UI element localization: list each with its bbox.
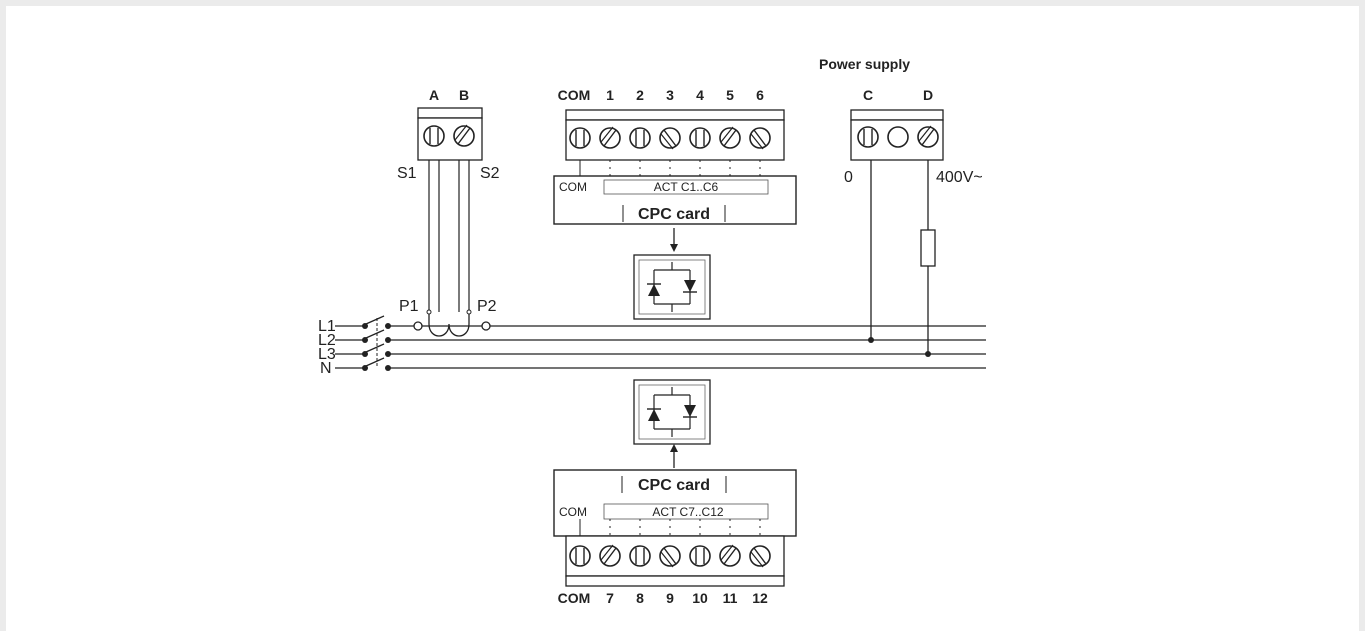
empty-terminal: [887, 126, 909, 148]
top-thyristor-module: [633, 254, 711, 320]
bottom-terminal-block: CPC card COM ACT C7..C12 COM 7 8 9 10 11 12: [553, 379, 797, 606]
screw-terminal-d: [917, 125, 939, 148]
bottom-screw-terminal-8: [629, 545, 651, 567]
terminal-d-label: D: [923, 87, 933, 103]
bottom-screw-terminal-7: [599, 544, 621, 567]
bottom-screw-terminal-11: [719, 544, 741, 567]
bottom-terminal-label-8: 8: [636, 590, 644, 606]
bottom-screw-terminal-10: [689, 545, 711, 567]
bottom-terminal-label-com: COM: [558, 590, 591, 606]
top-terminal-label-1: 1: [606, 87, 614, 103]
top-com-label: COM: [559, 180, 587, 194]
bottom-act-label: ACT C7..C12: [652, 505, 723, 519]
bottom-terminal-label-11: 11: [723, 590, 738, 606]
s1-label: S1: [397, 165, 417, 182]
bottom-screw-terminal-12: [749, 545, 771, 568]
bottom-thyristor-module: [633, 379, 711, 445]
terminal-b-label: B: [459, 87, 469, 103]
bottom-cpc-card: [553, 469, 797, 537]
p2-label: P2: [477, 298, 497, 315]
top-terminal-label-com: COM: [558, 87, 591, 103]
fuse: [920, 229, 936, 267]
bottom-terminal-label-7: 7: [606, 590, 614, 606]
line-l3-label: L3: [318, 346, 336, 363]
screw-terminal-c: [857, 126, 879, 148]
terminal-a-label: A: [429, 87, 439, 103]
top-screw-terminal-com: [569, 127, 591, 149]
line-l2-label: L2: [318, 332, 336, 349]
p1-label: P1: [399, 298, 419, 315]
top-screw-terminal-1: [599, 126, 621, 149]
bottom-cpc-card-label: CPC card: [638, 477, 710, 494]
power-supply-block: Power supply C D 0 400V~: [819, 56, 983, 357]
top-screw-terminal-5: [719, 126, 741, 149]
top-terminal-label-4: 4: [696, 87, 704, 103]
bottom-terminal-label-9: 9: [666, 590, 674, 606]
bottom-terminal-label-12: 12: [752, 590, 768, 606]
line-n-label: N: [320, 360, 332, 377]
ct-terminal-block: A B S1 S2: [397, 87, 500, 312]
power-supply-title: Power supply: [819, 56, 910, 72]
top-cpc-card-label: CPC card: [638, 206, 710, 223]
top-screw-terminal-4: [689, 127, 711, 149]
top-terminal-label-3: 3: [666, 87, 674, 103]
bottom-com-label: COM: [559, 505, 587, 519]
bottom-screw-terminal-com: [569, 545, 591, 567]
screw-terminal-b: [453, 124, 475, 147]
screw-terminal-a: [423, 125, 445, 147]
mains-lines: L1 L2 L3 N P1 P2: [318, 298, 986, 377]
top-screw-terminal-3: [659, 127, 681, 150]
top-terminal-label-6: 6: [756, 87, 764, 103]
top-screw-terminal-6: [749, 127, 771, 150]
bottom-screw-terminal-9: [659, 545, 681, 568]
top-terminal-block: COM 1 2 3 4 5 6 COM ACT C1..C6 CPC card: [553, 87, 797, 320]
zero-label: 0: [844, 169, 853, 186]
terminal-c-label: C: [863, 87, 873, 103]
top-terminal-label-2: 2: [636, 87, 644, 103]
line-l1-label: L1: [318, 318, 336, 335]
voltage-label: 400V~: [936, 169, 983, 186]
bottom-terminal-label-10: 10: [692, 590, 708, 606]
top-terminal-label-5: 5: [726, 87, 734, 103]
top-act-label: ACT C1..C6: [654, 180, 719, 194]
top-screw-terminal-2: [629, 127, 651, 149]
s2-label: S2: [480, 165, 500, 182]
